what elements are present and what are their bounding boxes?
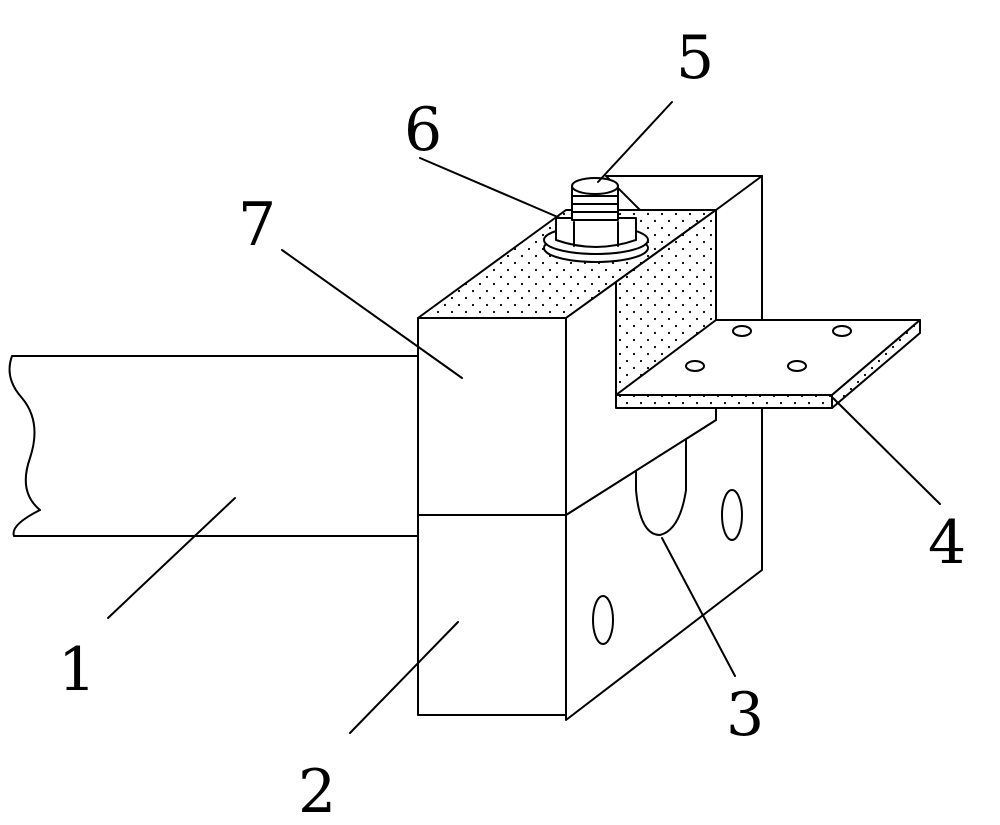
callout-1: 1 bbox=[58, 635, 96, 705]
callout-4: 4 bbox=[928, 508, 966, 578]
callout-7: 7 bbox=[238, 190, 276, 260]
callout-5: 5 bbox=[676, 23, 714, 93]
callout-3: 3 bbox=[726, 680, 764, 750]
part-1-bar bbox=[10, 356, 418, 536]
callout-2: 2 bbox=[298, 757, 336, 825]
callout-6: 6 bbox=[404, 95, 442, 165]
part-2-block bbox=[418, 515, 566, 715]
